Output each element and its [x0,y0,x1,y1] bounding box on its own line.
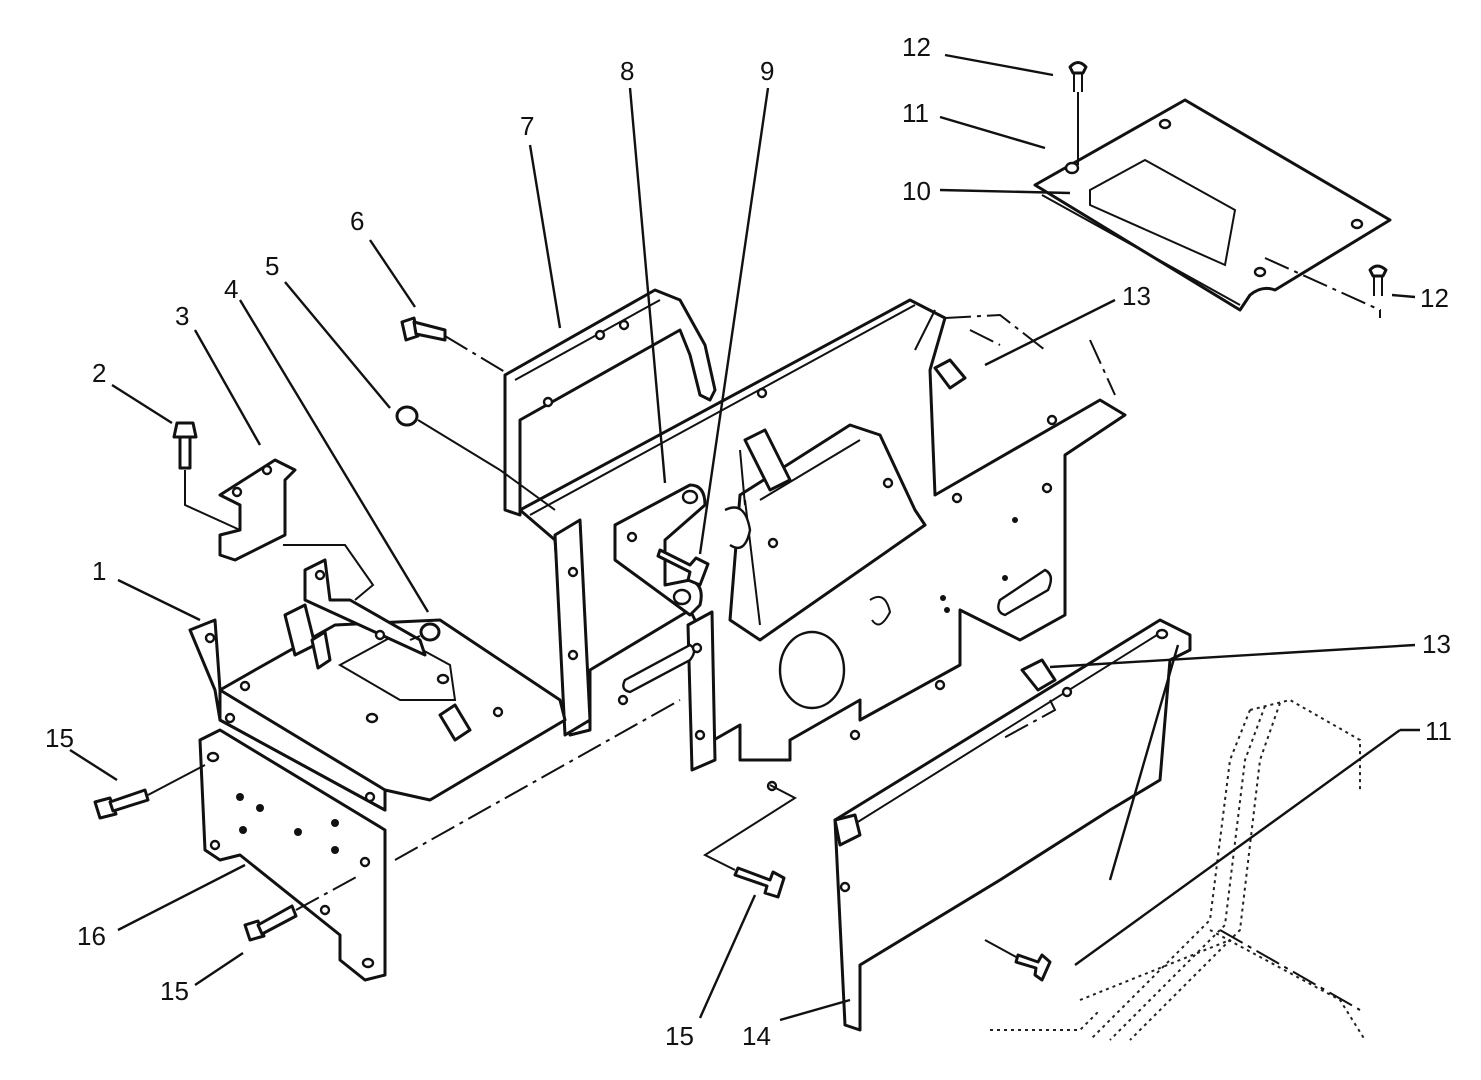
part-12-screw-top [1068,61,1088,165]
callout-15-center: 15 [665,1021,694,1051]
part-10-cover-plate [1033,98,1392,312]
part-2-bolt [172,421,241,531]
part-14-side-panel [833,618,1192,1032]
callout-8: 8 [620,56,634,86]
callout-9: 9 [760,56,774,86]
part-7-upper-bracket [503,288,717,517]
callout-7: 7 [520,111,534,141]
callout-10: 10 [902,176,931,206]
callout-2: 2 [92,358,106,388]
callout-3: 3 [175,301,189,331]
part-3-small-bracket [218,458,297,562]
part-15-bolt-left [93,764,206,820]
part-1-base-bracket [188,544,567,812]
part-13-console-frame [518,298,1127,792]
callout-12-top: 12 [902,32,931,62]
part-4-nut [409,622,441,642]
callout-13-lower: 13 [1422,629,1451,659]
part-12-screw-right [1264,257,1388,318]
callout-16: 16 [77,921,106,951]
callout-5: 5 [265,251,279,281]
callout-14: 14 [742,1021,771,1051]
callout-labels: 1 2 3 4 5 6 7 8 9 10 11 11 12 12 13 13 1… [45,32,1452,1051]
callout-6: 6 [350,206,364,236]
part-5-nut [395,405,556,511]
callout-15-left: 15 [45,723,74,753]
part-15-bolt-center [702,784,798,899]
callout-11-top: 11 [902,98,929,128]
callout-12-right: 12 [1420,283,1449,313]
part-11-screw-lower [984,939,1052,982]
callout-11-lower: 11 [1425,716,1452,746]
callout-15-lower: 15 [160,976,189,1006]
reference-frame-dotted [990,698,1366,1041]
leader-lines [69,53,1420,1022]
part-15-bolt-lower [243,874,361,942]
part-9-bolt [656,548,710,587]
callout-4: 4 [224,274,238,304]
part-6-bolt [400,316,506,373]
part-16-mounting-plate [198,699,681,982]
callout-13-upper: 13 [1122,281,1151,311]
callout-1: 1 [92,556,106,586]
